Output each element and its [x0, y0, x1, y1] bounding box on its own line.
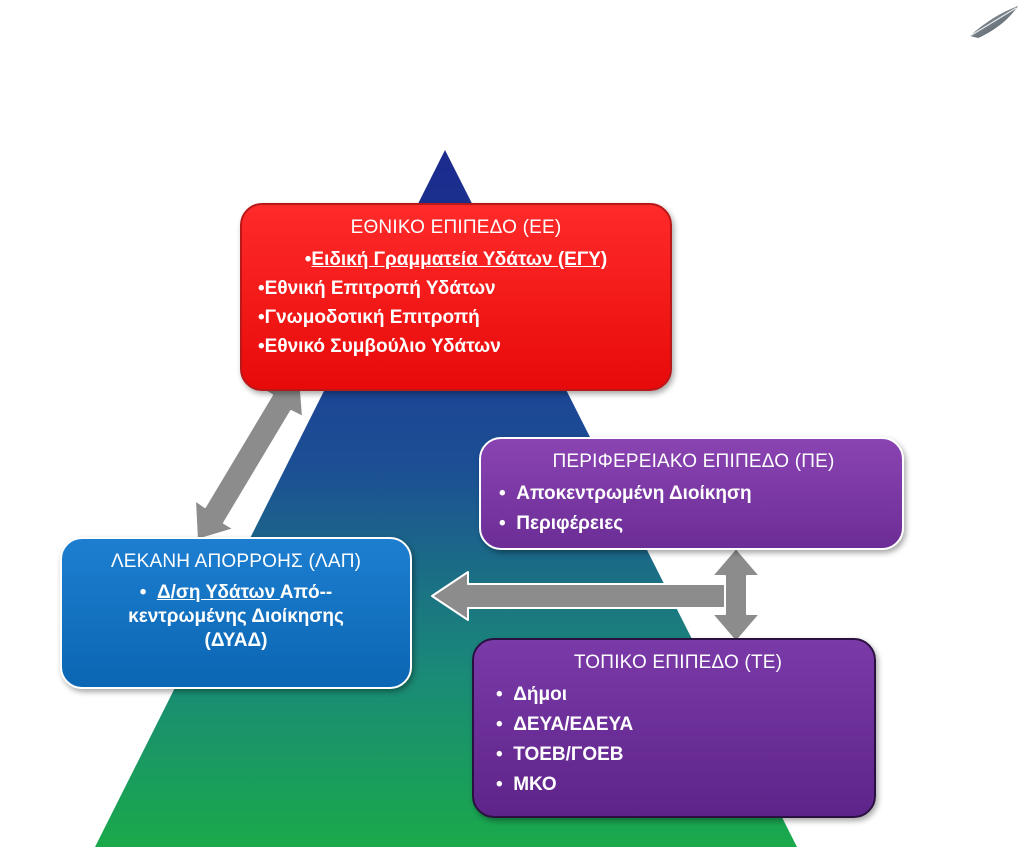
bullet: • [258, 307, 265, 328]
national-level-box: ΕΘΝΙΚΟ ΕΠΙΠΕΔΟ (ΕΕ) •Ειδική Γραμματεία Υ… [240, 203, 672, 391]
bullet: • [499, 513, 506, 534]
national-level-title: ΕΘΝΙΚΟ ΕΠΙΠΕΔΟ (ΕΕ) [350, 217, 562, 238]
river-basin-line-3: (ΔΥΑΔ) [204, 630, 268, 651]
river-basin-line-1: • Δ/ση Υδάτων Από-- [139, 582, 333, 603]
bullet: • [304, 249, 312, 270]
regional-level-list: • Αποκεντρωμένη Διοίκηση • Περιφέρειες [499, 479, 888, 539]
local-item-municipalities: • Δήμοι [496, 684, 567, 705]
feather-pen-icon [969, 6, 1018, 38]
bullet: • [496, 744, 503, 765]
river-basin-box: ΛΕΚΑΝΗ ΑΠΟΡΡΟΗΣ (ΛΑΠ) • Δ/ση Υδάτων Από-… [60, 537, 412, 689]
local-item-toeb: • ΤΟΕΒ/ΓΟΕΒ [496, 744, 624, 765]
bullet: • [496, 714, 503, 735]
bullet: • [499, 483, 506, 504]
bullet: • [139, 582, 147, 603]
local-level-box: ΤΟΠΙΚΟ ΕΠΙΠΕΔΟ (ΤΕ) • Δήμοι • ΔΕΥΑ/ΕΔΕΥΑ… [472, 638, 876, 818]
river-basin-line-2: κεντρωμένης Διοίκησης [128, 606, 344, 627]
national-item-council: •Εθνικό Συμβούλιο Υδάτων [258, 336, 501, 357]
river-basin-body: • Δ/ση Υδάτων Από-- κεντρωμένης Διοίκηση… [76, 581, 396, 653]
local-item-ngo: • ΜΚΟ [496, 774, 557, 795]
local-item-deya: • ΔΕΥΑ/ΕΔΕΥΑ [496, 714, 634, 735]
bullet: • [258, 336, 265, 357]
river-basin-title: ΛΕΚΑΝΗ ΑΠΟΡΡΟΗΣ (ΛΑΠ) [110, 551, 362, 572]
bullet: • [496, 684, 503, 705]
bullet: • [496, 774, 503, 795]
regional-level-title: ΠΕΡΙΦΕΡΕΙΑΚΟ ΕΠΙΠΕΔΟ (ΠΕ) [552, 451, 835, 472]
regional-item-decentralized-admin: • Αποκεντρωμένη Διοίκηση [499, 483, 752, 504]
local-level-list: • Δήμοι • ΔΕΥΑ/ΕΔΕΥΑ • ΤΟΕΒ/ΓΟΕΒ • ΜΚΟ [496, 680, 860, 800]
national-item-committee: •Εθνική Επιτροπή Υδάτων [258, 278, 496, 299]
national-item-advisory: •Γνωμοδοτική Επιτροπή [258, 307, 480, 328]
national-level-list: •Ειδική Γραμματεία Υδάτων (ΕΓΥ) •Εθνική … [258, 245, 654, 361]
regional-item-regions: • Περιφέρειες [499, 513, 624, 534]
regional-level-box: ΠΕΡΙΦΕΡΕΙΑΚΟ ΕΠΙΠΕΔΟ (ΠΕ) • Αποκεντρωμέν… [479, 437, 904, 550]
bullet: • [258, 278, 265, 299]
local-level-title: ΤΟΠΙΚΟ ΕΠΙΠΕΔΟ (ΤΕ) [573, 652, 783, 673]
national-item-special-secretariat: •Ειδική Γραμματεία Υδάτων (ΕΓΥ) [304, 249, 608, 270]
